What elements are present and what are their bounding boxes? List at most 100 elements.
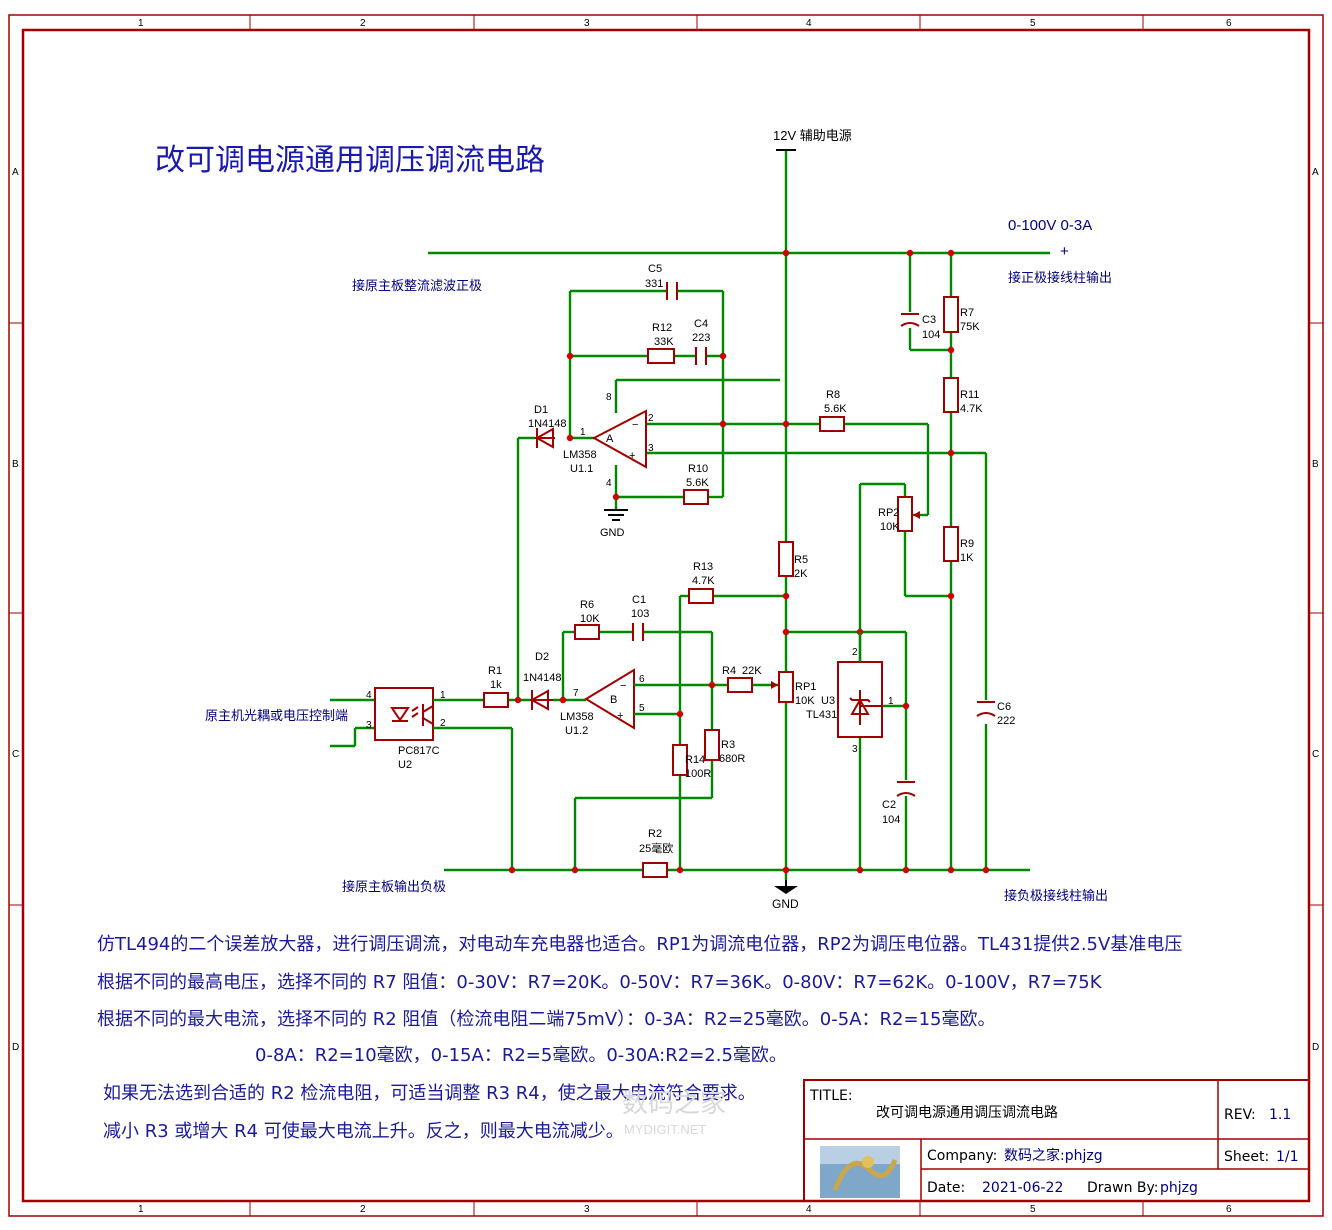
r1-ref: R1 xyxy=(488,665,502,677)
u1-1-pin-vcc: 8 xyxy=(606,392,612,403)
u3-pin-3: 3 xyxy=(852,744,858,755)
r9-ref: R9 xyxy=(960,538,974,550)
r7-value: 75K xyxy=(960,321,980,333)
zone-row-a-left: A xyxy=(12,167,19,178)
r5-value: 2K xyxy=(794,568,808,580)
power-symbols xyxy=(604,149,798,894)
c3-ref: C3 xyxy=(922,314,936,326)
u3-pin-1: 1 xyxy=(888,696,894,707)
drawn-by-label: Drawn By: xyxy=(1087,1180,1158,1196)
reference-u3: 2 1 3 U3 TL431 xyxy=(806,632,894,755)
rev-label: REV: xyxy=(1224,1107,1256,1123)
c5-ref: C5 xyxy=(648,263,662,275)
u3-value: TL431 xyxy=(806,709,837,721)
company-value: 数码之家:phjzg xyxy=(1004,1147,1103,1164)
r11-ref: R11 xyxy=(960,389,979,401)
c2-value: 104 xyxy=(882,814,900,826)
u2-pin-4: 4 xyxy=(366,690,372,701)
u1-1-pin-neg: 2 xyxy=(648,413,654,424)
r12-ref: R12 xyxy=(652,322,672,334)
r6-value: 10K xyxy=(580,613,600,625)
watermark-sub: MYDIGIT.NET xyxy=(624,1122,706,1137)
r8-value: 5.6K xyxy=(824,403,847,415)
zone-row-a-right: A xyxy=(1312,167,1319,178)
capacitor-c4: C4 223 xyxy=(692,318,710,365)
c6-value: 222 xyxy=(997,715,1015,727)
ground-bottom-icon xyxy=(774,880,798,894)
zone-col-2-top: 2 xyxy=(360,18,366,29)
d2-ref: D2 xyxy=(535,651,549,663)
u1-2-pin-pos: 5 xyxy=(639,703,645,714)
u1-2-value: LM358 xyxy=(560,711,594,723)
r14-ref: R14 xyxy=(685,754,705,766)
capacitor-c6: C6 222 xyxy=(976,701,1015,727)
zone-col-4-top: 4 xyxy=(806,18,812,29)
rp2-ref: RP2 xyxy=(878,507,899,519)
r12-value: 33K xyxy=(654,336,674,348)
zone-col-4-bottom: 4 xyxy=(806,1204,812,1215)
resistor-r4: R4 22K xyxy=(722,665,762,693)
diagram-title: 改可调电源通用调压调流电路 xyxy=(155,143,545,178)
r9-value: 1K xyxy=(960,552,974,564)
c6-ref: C6 xyxy=(997,701,1011,713)
output-range-label: 0-100V 0-3A xyxy=(1008,217,1092,234)
gnd-bottom-label: GND xyxy=(772,897,799,911)
capacitor-c5: C5 331 xyxy=(645,263,678,300)
d1-ref: D1 xyxy=(534,404,548,416)
gnd-top-label: GND xyxy=(600,527,625,539)
r8-ref: R8 xyxy=(826,389,840,401)
aux-power-label: 12V 辅助电源 xyxy=(773,128,852,143)
potentiometer-rp1: RP1 10K xyxy=(771,671,816,707)
optocoupler-u2: 4 3 1 2 PC817C U2 xyxy=(366,687,446,771)
resistor-r10: R10 5.6K xyxy=(683,463,709,505)
resistor-r7: R7 75K xyxy=(943,296,980,333)
resistor-r12: R12 33K xyxy=(647,322,675,364)
zone-row-c-right: C xyxy=(1312,749,1319,760)
zone-row-b-right: B xyxy=(1312,459,1319,470)
capacitor-c2: C2 104 xyxy=(882,781,916,826)
resistor-r5: R5 2K xyxy=(778,541,808,580)
r10-value: 5.6K xyxy=(686,477,709,489)
rectifier-pos-label: 接原主板整流滤波正极 xyxy=(352,278,482,293)
zone-col-5-top: 5 xyxy=(1030,18,1036,29)
svg-text:−: − xyxy=(632,419,638,431)
r2-ref: R2 xyxy=(648,828,662,840)
zone-labels: 1 2 3 4 5 6 1 2 3 4 5 6 A B C D A B C D xyxy=(12,18,1319,1215)
r10-ref: R10 xyxy=(688,463,708,475)
svg-text:−: − xyxy=(620,680,626,692)
r13-ref: R13 xyxy=(693,561,713,573)
opto-control-label: 原主机光耦或电压控制端 xyxy=(205,708,348,723)
r7-ref: R7 xyxy=(960,307,974,319)
d1-value: 1N4148 xyxy=(528,418,567,430)
r2-value: 25毫欧 xyxy=(639,841,673,855)
zone-row-d-right: D xyxy=(1312,1042,1319,1053)
c1-value: 103 xyxy=(631,608,649,620)
u2-value: PC817C xyxy=(398,745,440,757)
u2-pin-2: 2 xyxy=(440,718,446,729)
rp1-ref: RP1 xyxy=(795,681,816,693)
r11-value: 4.7K xyxy=(960,403,983,415)
drawn-by-value: phjzg xyxy=(1160,1180,1198,1196)
zone-col-3-bottom: 3 xyxy=(584,1204,590,1215)
zone-row-b-left: B xyxy=(12,459,19,470)
resistor-r3: R3 680R xyxy=(704,729,745,765)
sheet-label: Sheet: xyxy=(1224,1149,1269,1165)
zone-col-3-top: 3 xyxy=(584,18,590,29)
u1-2-ref: U1.2 xyxy=(565,725,588,737)
c4-ref: C4 xyxy=(694,318,708,330)
rp1-value: 10K xyxy=(795,695,815,707)
zone-row-c-left: C xyxy=(12,749,19,760)
watermark: 数码之家 MYDIGIT.NET xyxy=(622,1089,726,1137)
rp2-value: 10K xyxy=(880,521,900,533)
junction-dots xyxy=(508,249,990,874)
zone-col-1-top: 1 xyxy=(138,18,144,29)
note-3: 根据不同的最大电流，选择不同的 R2 阻值（检流电阻二端75mV）：0-3A：R… xyxy=(97,1009,995,1030)
opamp-u1-1: − + A 1 2 3 8 4 LM358 U1.1 xyxy=(563,392,654,489)
u1-1-value: LM358 xyxy=(563,449,597,461)
d2-value: 1N4148 xyxy=(523,672,562,684)
resistor-r6: R6 10K xyxy=(574,599,600,640)
u1-2-pin-neg: 6 xyxy=(639,674,645,685)
u1-2-unit: B xyxy=(610,694,617,706)
r1-value: 1k xyxy=(490,679,502,691)
